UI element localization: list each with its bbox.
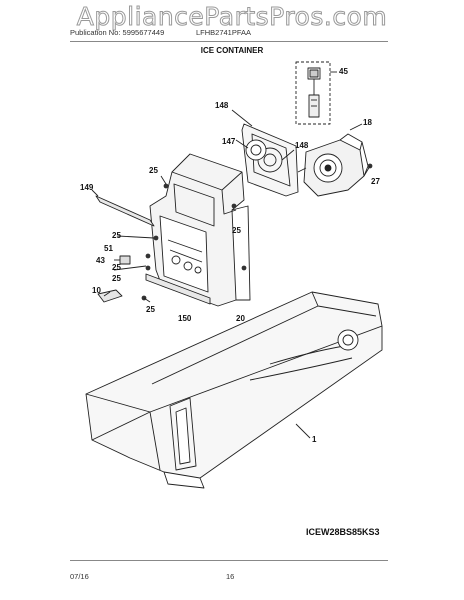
- section-title: ICE CONTAINER: [200, 46, 264, 55]
- part-150-bar: [145, 273, 211, 305]
- callout-45: 45: [339, 67, 348, 76]
- callout-148-upper: 148: [215, 101, 229, 110]
- footer-rule: [70, 560, 388, 561]
- part-1-ice-bucket: [85, 291, 383, 489]
- callout-20: 20: [236, 314, 245, 323]
- part-45-connector: [295, 61, 331, 125]
- part-147-coupler: [245, 139, 267, 161]
- callout-148-lower: 148: [295, 141, 309, 150]
- callout-25-mid: 25: [112, 263, 121, 272]
- diagram-code: ICEW28BS85KS3: [306, 527, 380, 537]
- callout-10: 10: [92, 286, 101, 295]
- callout-149: 149: [80, 183, 94, 192]
- part-148-bracket: [241, 123, 299, 197]
- callout-43: 43: [96, 256, 105, 265]
- callout-51: 51: [104, 244, 113, 253]
- callout-25-low: 25: [112, 274, 121, 283]
- callout-25-left: 25: [112, 231, 121, 240]
- publication-number: Publication No: 5995677449: [70, 28, 165, 37]
- part-18-auger-motor: [297, 133, 369, 197]
- callout-25-top: 25: [149, 166, 158, 175]
- ice-maker-housing: [149, 153, 251, 307]
- callout-147: 147: [222, 137, 236, 146]
- callout-27: 27: [371, 177, 380, 186]
- callout-150: 150: [178, 314, 192, 323]
- footer-date: 07/16: [70, 572, 89, 581]
- part-10-cap: [97, 289, 123, 303]
- watermark: AppliancePartsPros.com: [76, 2, 388, 32]
- model-number: LFHB2741PFAA: [196, 28, 252, 37]
- callout-18: 18: [363, 118, 372, 127]
- callout-25-bottom: 25: [146, 305, 155, 314]
- part-149-rail: [95, 195, 155, 227]
- header-rule: [70, 41, 388, 42]
- callout-1: 1: [312, 435, 317, 444]
- page-number: 16: [226, 572, 235, 581]
- part-51-switch: [114, 255, 131, 265]
- callout-25-right: 25: [232, 226, 241, 235]
